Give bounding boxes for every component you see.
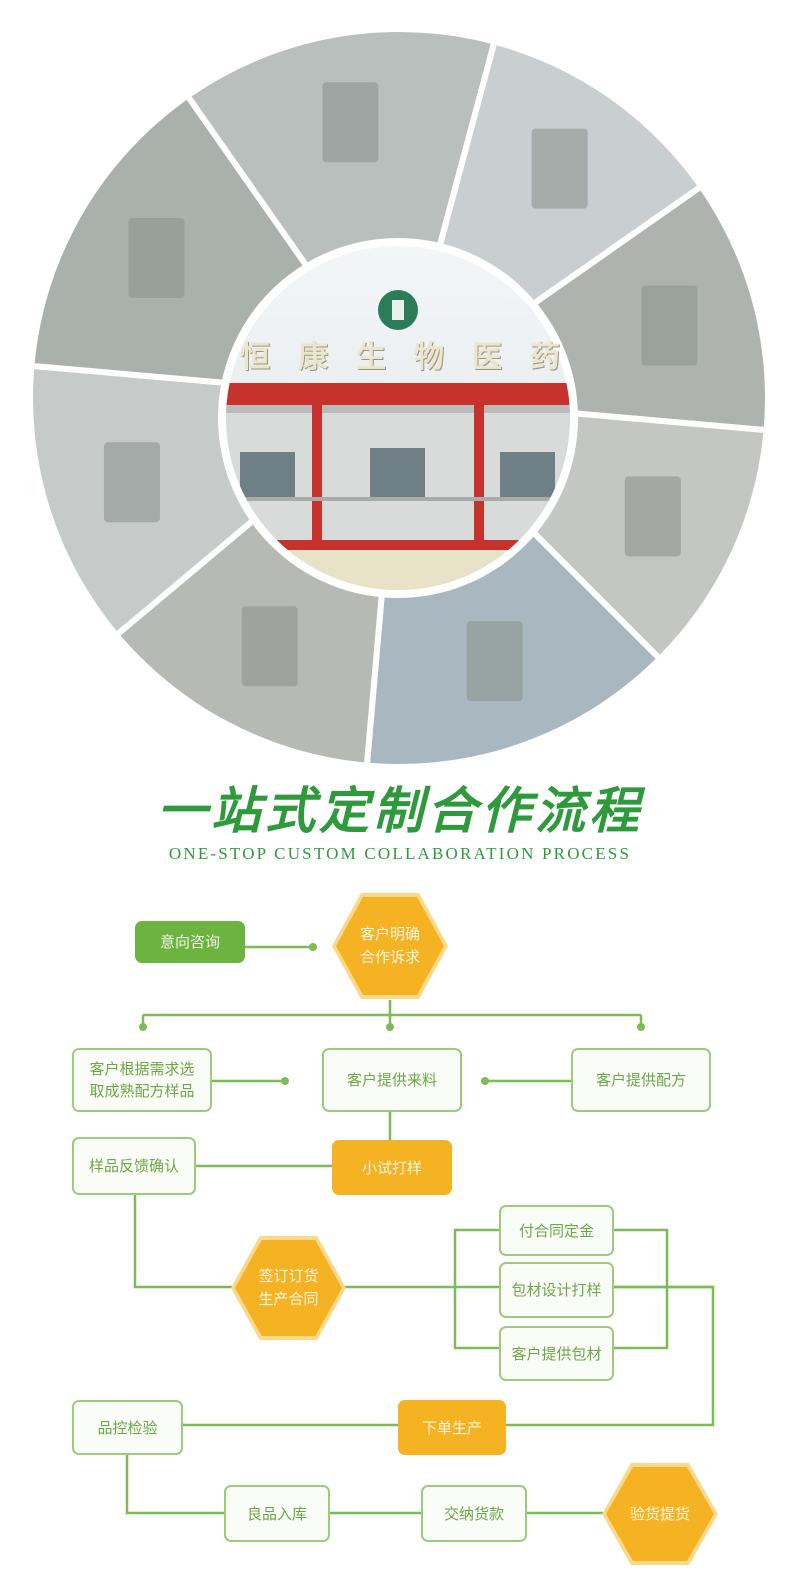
step-label: 取成熟配方样品 (89, 1082, 195, 1100)
connector (506, 1285, 715, 1427)
red-roof (226, 383, 570, 405)
step-label: 客户根据需求选 (89, 1060, 195, 1078)
connector-dot (281, 1077, 289, 1085)
connector-dot (139, 1023, 147, 1031)
step-label: 验货提货 (629, 1504, 690, 1523)
machine-shape (531, 128, 588, 209)
step-provide-formula: 客户提供配方 (571, 1048, 711, 1112)
machine-shape (128, 218, 185, 298)
step-provide-pack: 客户提供包材 (499, 1326, 614, 1381)
sign-char: 药 (530, 340, 560, 375)
sign-char: 恒 (240, 340, 270, 375)
step-trial: 小试打样 (332, 1140, 452, 1195)
step-pack-design: 包材设计打样 (499, 1262, 614, 1318)
step-provide-material: 客户提供来料 (322, 1048, 462, 1112)
building-photo (226, 246, 570, 590)
step-production: 下单生产 (398, 1400, 506, 1455)
step-payment: 交纳货款 (421, 1485, 527, 1542)
sign-char: 康 (298, 340, 328, 375)
step-label: 签订订货 (258, 1267, 319, 1285)
step-label: 客户明确 (359, 925, 420, 943)
connector-dot (309, 943, 317, 951)
connector-dot (386, 1023, 394, 1031)
sign-char: 生 (356, 340, 386, 375)
step-choose-formula: 客户根据需求选取成熟配方样品 (72, 1048, 212, 1112)
machine-shape (641, 285, 698, 366)
step-contract-hexagon: 签订订货生产合同 (231, 1236, 346, 1340)
sign-char: 物 (414, 340, 444, 375)
step-deposit: 付合同定金 (499, 1205, 614, 1256)
step-label: 生产合同 (258, 1290, 319, 1308)
step-warehouse: 良品入库 (224, 1485, 330, 1542)
connector (125, 1455, 224, 1515)
machine-shape (624, 476, 681, 557)
step-label: 合作诉求 (359, 948, 420, 966)
sign-char: 医 (472, 340, 502, 375)
connector (614, 1228, 669, 1350)
factory-photo-collage (33, 32, 765, 764)
connector-dot (481, 1077, 489, 1085)
machine-shape (322, 82, 379, 163)
building-sign: 恒 康 生 物 医 药 (240, 340, 560, 376)
machine-shape (241, 606, 298, 687)
step-qc: 品控检验 (72, 1400, 183, 1455)
connector-dot (637, 1023, 645, 1031)
step-inquiry: 意向咨询 (135, 921, 245, 963)
section-title: 一站式定制合作流程 (157, 781, 643, 840)
machine-shape (103, 442, 160, 523)
machine-shape (466, 621, 523, 702)
section-subtitle: ONE-STOP CUSTOM COLLABORATION PROCESS (168, 844, 632, 863)
step-clarify-hexagon: 客户明确合作诉求 (332, 893, 448, 999)
step-feedback: 样品反馈确认 (72, 1137, 196, 1195)
connector (133, 1195, 232, 1289)
connector (453, 1228, 499, 1350)
